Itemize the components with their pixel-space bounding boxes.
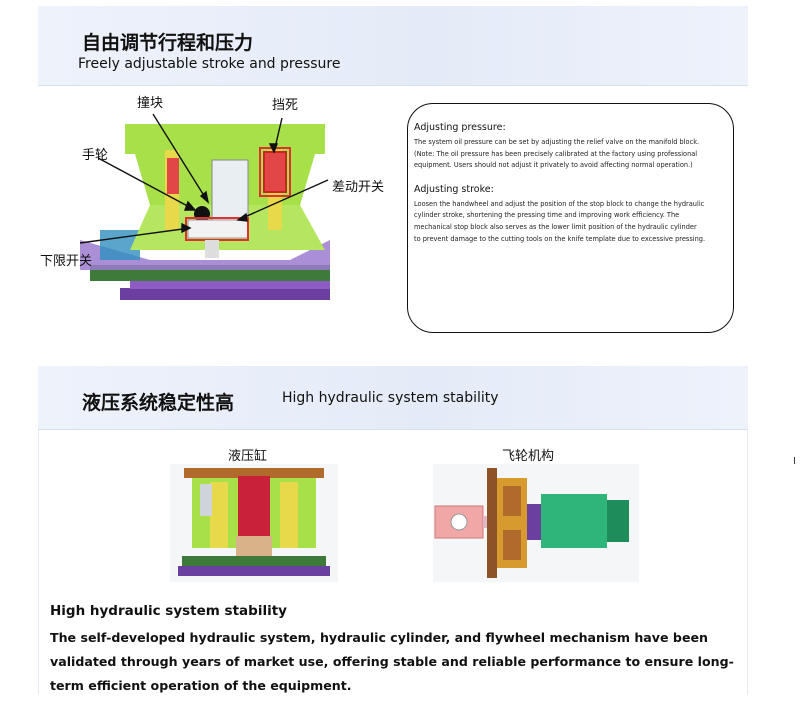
label-flywheel: 飞轮机构 (502, 449, 555, 464)
top-wood-plate (184, 468, 324, 478)
label-handwheel: 手轮 (82, 148, 109, 163)
right-column (280, 482, 298, 548)
table-frame (80, 240, 330, 270)
valve-block (200, 484, 212, 516)
left-column (210, 482, 228, 548)
section-header-stroke-pressure (38, 6, 748, 86)
flywheel-lower (503, 530, 521, 560)
machine-base (120, 288, 330, 300)
summary-heading: High hydraulic system stability (50, 603, 287, 619)
pressure-line: (Note: The oil pressure has been precise… (414, 149, 698, 158)
flywheel-mechanism-image (433, 464, 639, 582)
label-collision-block: 撞块 (137, 96, 164, 111)
bearing (450, 513, 468, 531)
pressure-line: equipment. Users should not adjust it pr… (414, 161, 693, 170)
motor-end (607, 500, 629, 542)
stroke-line: to prevent damage to the cutting tools o… (414, 234, 706, 243)
piston-rod (205, 240, 219, 258)
cylinder-base (236, 536, 272, 556)
label-stop: 挡死 (272, 98, 299, 113)
label-lower-limit-switch: 下限开关 (40, 254, 93, 269)
pressure-line: The system oil pressure can be set by ad… (414, 138, 700, 146)
section-header-hydraulic (38, 366, 748, 430)
wood-post (487, 468, 497, 578)
summary-text: The self-developed hydraulic system, hyd… (50, 630, 734, 693)
lower-limit-block (187, 219, 249, 239)
section2-title-en: High hydraulic system stability (282, 390, 499, 406)
base-plate (130, 280, 330, 289)
left-red-block (167, 158, 179, 194)
stroke-line: mechanical stop block also serves as the… (414, 222, 697, 231)
adjustment-info-box: Adjusting pressure: The system oil press… (407, 103, 734, 333)
pressure-heading: Adjusting pressure: (414, 122, 506, 133)
coupling (527, 504, 541, 540)
stop-block (263, 151, 287, 193)
flywheel-upper (503, 486, 521, 516)
stroke-heading: Adjusting stroke: (414, 183, 494, 195)
hydraulic-section-body (38, 430, 748, 695)
stroke-line: cylinder stroke, shortening the pressing… (414, 211, 680, 220)
motor-body (541, 494, 607, 548)
label-differential-switch: 差动开关 (332, 180, 385, 195)
section-title-cn: 自由调节行程和压力 (82, 32, 254, 54)
hydraulic-cylinder-image (170, 464, 338, 582)
section-title-en: Freely adjustable stroke and pressure (78, 56, 341, 72)
machine-base (178, 566, 330, 576)
stray-character: I (793, 456, 796, 467)
label-hydraulic-cylinder: 液压缸 (228, 449, 268, 464)
top-frame (125, 124, 325, 154)
section2-title-cn: 液压系统稳定性高 (82, 392, 235, 414)
stroke-line: Loosen the handwheel and adjust the posi… (414, 199, 705, 208)
stroke-adjustment-diagram (79, 113, 330, 300)
lower-platen (182, 556, 326, 566)
callout-arrows (79, 113, 329, 244)
